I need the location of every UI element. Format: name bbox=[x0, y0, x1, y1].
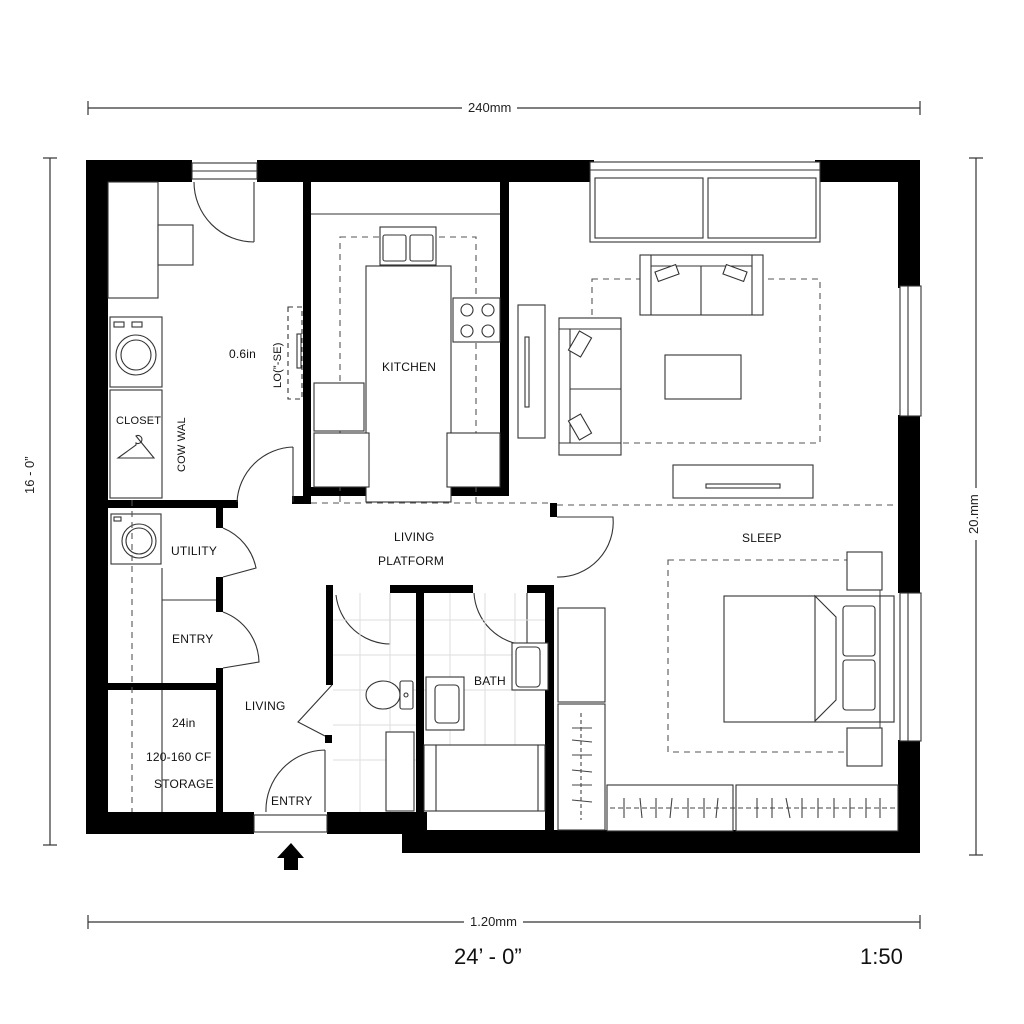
dimension-06-label: 0.6in bbox=[229, 347, 257, 361]
kitchen-cabinet bbox=[446, 432, 501, 488]
dimension-top-label: 240mm bbox=[462, 100, 518, 115]
loft-note-label: LO(”-SE) bbox=[272, 342, 284, 388]
door-swings[interactable] bbox=[193, 181, 614, 813]
loft-outline bbox=[287, 306, 303, 400]
loveseat bbox=[558, 317, 622, 456]
room-label-living: LIVING bbox=[245, 699, 286, 713]
dresser bbox=[557, 607, 606, 703]
exterior-walls bbox=[86, 160, 920, 853]
dimension-left-label: 16 - 0” bbox=[22, 450, 37, 500]
room-label-entry-side: ENTRY bbox=[172, 632, 214, 646]
interior-walls bbox=[108, 182, 557, 830]
washer-icon bbox=[110, 513, 162, 565]
hanger-icon bbox=[116, 434, 156, 459]
dimension-line-left bbox=[43, 157, 57, 846]
room-label-living-platform-1: LIVING bbox=[394, 530, 435, 544]
room-label-entry-main: ENTRY bbox=[271, 794, 313, 808]
scale-label: 1:50 bbox=[860, 944, 903, 969]
kitchen-cabinet bbox=[313, 432, 370, 488]
room-label-living-platform-2: PLATFORM bbox=[378, 554, 445, 568]
toilet-icon bbox=[365, 680, 414, 710]
overall-width-label: 24’ - 0” bbox=[454, 944, 522, 969]
room-label-utility: UTILITY bbox=[171, 544, 218, 558]
wardrobe-hangers bbox=[610, 797, 895, 819]
tv-console bbox=[672, 464, 814, 499]
wardrobe-2[interactable] bbox=[735, 784, 899, 832]
console-table bbox=[517, 304, 546, 439]
room-label-bath: BATH bbox=[474, 674, 506, 688]
window-top[interactable] bbox=[589, 161, 821, 243]
bath-cabinet bbox=[385, 731, 415, 812]
bathtub bbox=[423, 744, 546, 812]
bed-icon bbox=[723, 594, 895, 723]
entry-arrow-icon bbox=[277, 843, 304, 870]
window-right-upper[interactable] bbox=[899, 285, 922, 417]
room-label-closet: CLOSET bbox=[116, 415, 162, 427]
coffee-table bbox=[664, 354, 742, 400]
sink-icon bbox=[425, 676, 465, 731]
dimension-bottom-label: 1.20mm bbox=[464, 914, 523, 929]
window-right-lower[interactable] bbox=[899, 592, 922, 742]
kitchen-cabinet bbox=[313, 382, 365, 432]
wardrobe-hangers-vertical bbox=[571, 713, 593, 820]
nightstand bbox=[846, 727, 883, 767]
washer-icon bbox=[109, 316, 163, 388]
nightstand bbox=[846, 551, 883, 591]
room-label-kitchen: KITCHEN bbox=[382, 360, 437, 374]
stove-icon bbox=[452, 297, 501, 343]
storage-dimension-label: 24in bbox=[172, 716, 196, 730]
room-label-storage: STORAGE bbox=[154, 777, 214, 791]
sink-icon bbox=[379, 226, 437, 266]
storage-capacity-label: 120-160 CF bbox=[146, 750, 212, 764]
sofa-icon bbox=[639, 254, 764, 316]
room-label-sleep: SLEEP bbox=[742, 531, 782, 545]
entry-threshold bbox=[253, 814, 328, 833]
dimension-right-label: 20.mm bbox=[966, 488, 981, 540]
cow-wall-label: COW WAL bbox=[176, 417, 188, 472]
chair bbox=[157, 224, 194, 266]
sink-icon bbox=[511, 642, 549, 691]
kitchen-island bbox=[365, 265, 452, 503]
wardrobe-side[interactable] bbox=[557, 703, 606, 831]
desk bbox=[107, 181, 159, 299]
